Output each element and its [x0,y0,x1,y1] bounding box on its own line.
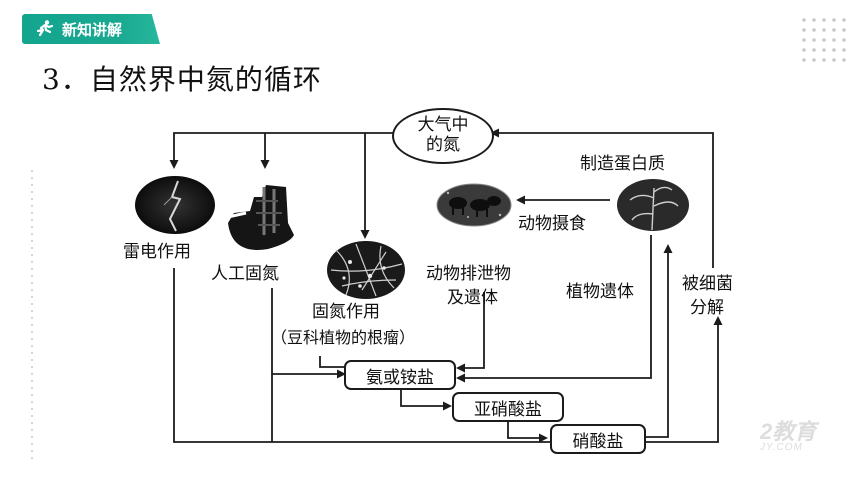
bacteria-label-1: 被细菌 [682,274,733,294]
running-person-icon [36,20,54,37]
atmosphere-line-1: 大气中 [417,115,469,136]
biological-fixation-label: 固氮作用 [312,302,380,322]
atmospheric-nitrogen-node: 大气中 的氮 [392,108,494,164]
root-nodule-image [327,241,405,299]
legume-nodule-label: （豆科植物的根瘤） [271,328,416,347]
plant-image [617,179,689,231]
badge-label: 新知讲解 [62,20,123,39]
lightning-image [135,176,215,234]
factory-image [228,185,294,250]
lightning-label: 雷电作用 [123,242,191,262]
nitrite-box: 亚硝酸盐 [452,392,564,422]
protein-synthesis-label: 制造蛋白质 [580,154,665,174]
ammonia-box: 氨或铵盐 [344,360,456,390]
watermark-main: 2教育 [760,419,817,444]
watermark-sub: JY.COM [760,442,803,453]
artificial-fixation-label: 人工固氮 [211,264,279,284]
animal-waste-label-2: 及遗体 [447,288,498,308]
grazing-animals-image [436,183,512,227]
animal-feeding-label: 动物摄食 [518,214,586,234]
plant-remains-label: 植物遗体 [566,282,634,302]
decorative-dot-grid [802,18,846,62]
animal-waste-label-1: 动物排泄物 [426,264,511,284]
section-badge: 新知讲解 [22,14,160,44]
bacteria-label-2: 分解 [690,298,724,318]
nitrate-box: 硝酸盐 [550,424,646,454]
atmosphere-line-2: 的氮 [426,135,460,155]
watermark: 2教育 JY.COM [760,414,816,453]
page-title: 3．自然界中氮的循环 [42,63,322,96]
